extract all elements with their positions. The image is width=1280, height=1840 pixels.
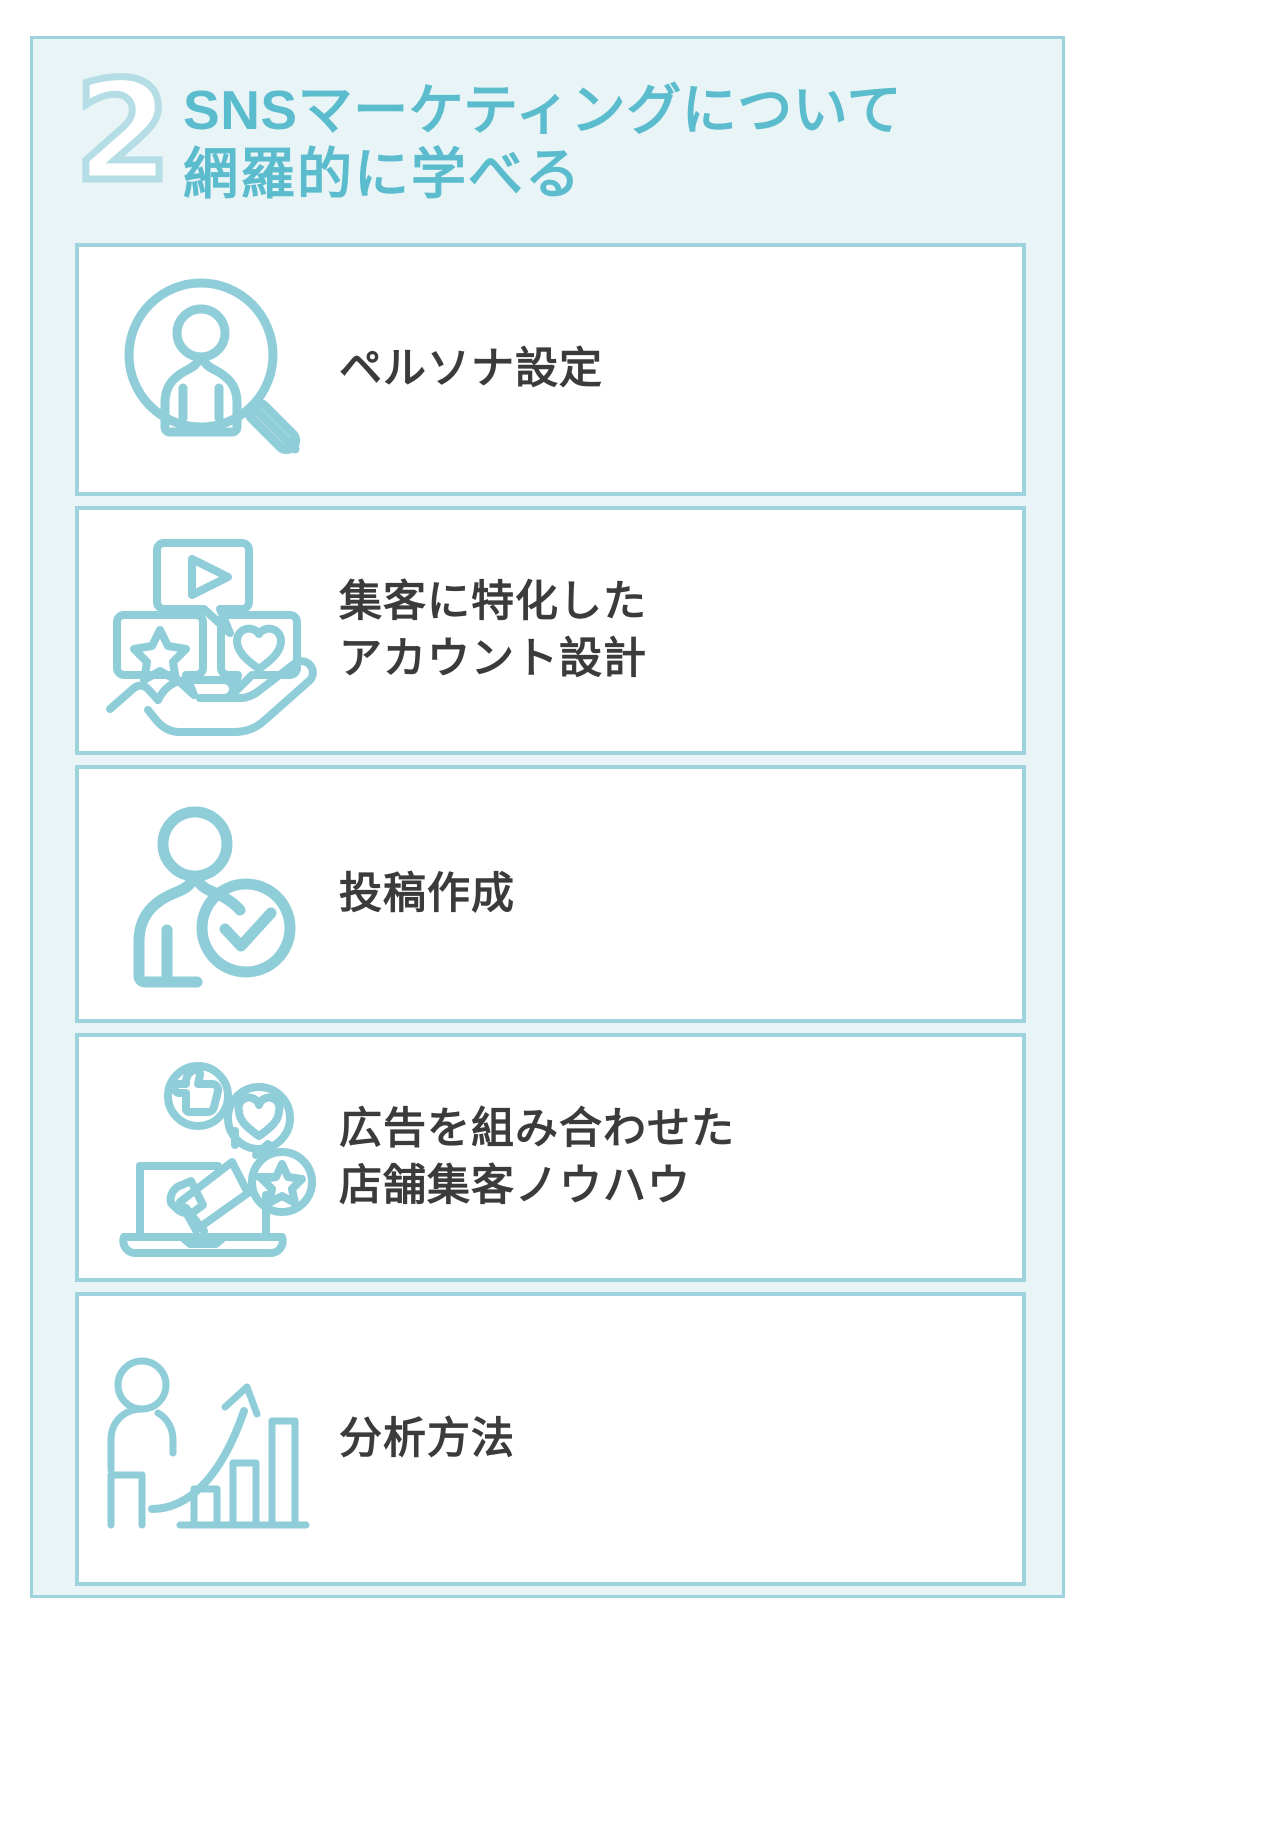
list-item[interactable]: 分析方法	[75, 1292, 1026, 1586]
list-item-label: 広告を組み合わせた 店舗集客ノウハウ	[339, 1104, 735, 1210]
list-item-label: 分析方法	[339, 1414, 515, 1463]
panel-header: 2 SNSマーケティングについて 網羅的に学べる	[71, 51, 1035, 227]
list-item[interactable]: 集客に特化した アカウント設計	[75, 506, 1026, 755]
hand-social-bubbles-icon	[79, 510, 339, 751]
list-item-label: 投稿作成	[339, 869, 515, 918]
infographic-panel: 2 SNSマーケティングについて 網羅的に学べる ペルソナ設定	[30, 36, 1065, 1598]
person-check-icon	[79, 769, 339, 1019]
person-magnifier-icon	[79, 247, 339, 492]
list-item[interactable]: ペルソナ設定	[75, 243, 1026, 496]
section-number: 2	[71, 51, 174, 212]
title-line-2: 網羅的に学べる	[183, 142, 583, 205]
title-line-1: SNSマーケティングについて	[183, 79, 903, 141]
list-item[interactable]: 広告を組み合わせた 店舗集客ノウハウ	[75, 1033, 1026, 1282]
person-growth-chart-icon	[79, 1296, 339, 1582]
laptop-megaphone-reactions-icon	[79, 1037, 339, 1278]
page-title: SNSマーケティングについて 網羅的に学べる	[183, 67, 902, 207]
list-item-label: ペルソナ設定	[339, 345, 603, 394]
feature-card-list: ペルソナ設定	[75, 243, 1026, 1596]
list-item-label: 集客に特化した アカウント設計	[339, 577, 647, 683]
list-item[interactable]: 投稿作成	[75, 765, 1026, 1023]
